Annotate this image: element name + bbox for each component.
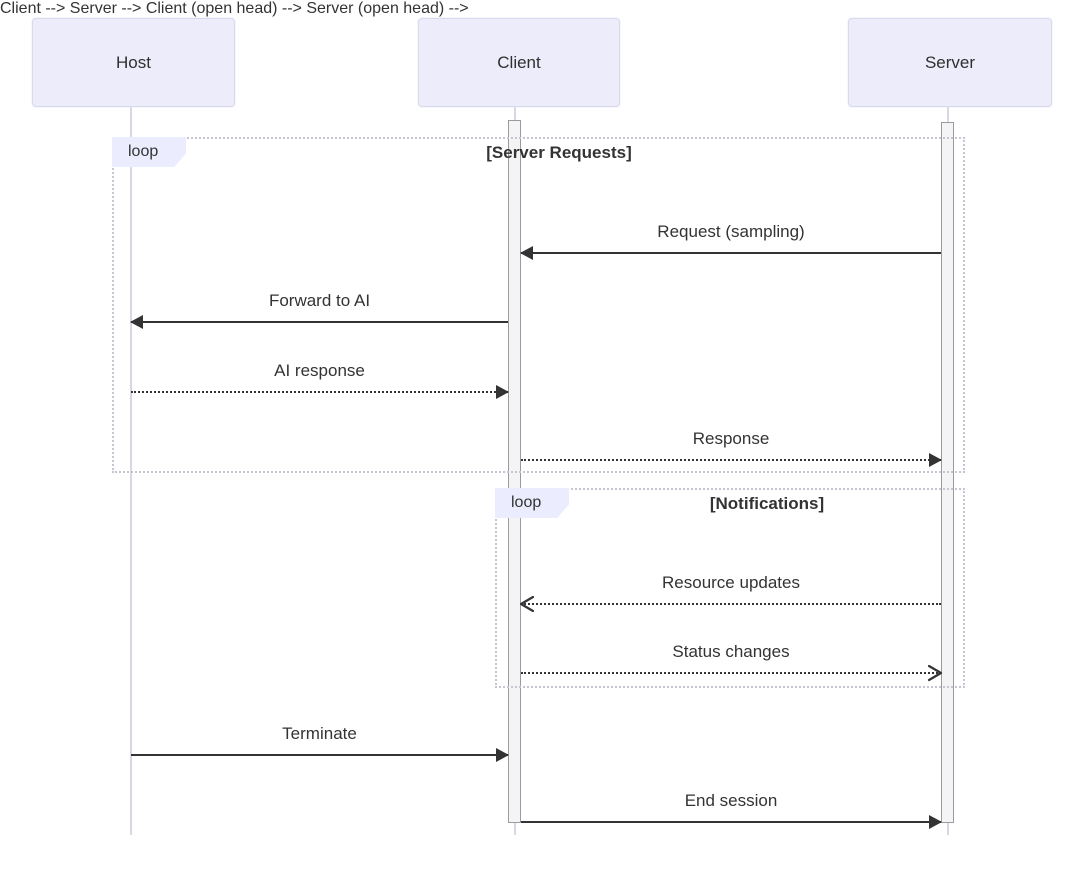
- loop-badge-label: loop: [128, 143, 159, 160]
- message-label: Response: [692, 429, 770, 448]
- arrowhead-right-icon: [496, 385, 509, 399]
- loop-title-server-requests: [Server Requests]: [486, 143, 632, 162]
- lifeline-host: [130, 105, 132, 835]
- arrowhead-right-icon: [929, 453, 942, 467]
- loop-frame-notifications: loop [Notifications]: [495, 488, 965, 688]
- arrowhead-left-icon: [520, 246, 533, 260]
- message-label: Status changes: [672, 642, 790, 661]
- arrowhead-open-left-icon: [519, 595, 535, 613]
- loop-badge: loop: [112, 137, 186, 167]
- message-label: Forward to AI: [268, 291, 371, 310]
- loop-badge-label: loop: [511, 494, 542, 511]
- actor-label-host: Host: [116, 52, 151, 72]
- actor-box-server: Server: [848, 18, 1052, 107]
- loop-badge: loop: [495, 488, 569, 518]
- loop-frame-server-requests: loop [Server Requests]: [112, 137, 965, 473]
- arrowhead-open-right-icon: [927, 664, 943, 682]
- loop-title-notifications: [Notifications]: [709, 494, 825, 513]
- message-label: Resource updates: [662, 573, 800, 592]
- arrowhead-right-icon: [929, 815, 942, 829]
- actor-box-client: Client: [418, 18, 620, 107]
- actor-label-client: Client: [497, 52, 541, 72]
- message-label: Request (sampling): [657, 222, 805, 241]
- actor-box-host: Host: [32, 18, 235, 107]
- actor-label-server: Server: [924, 52, 976, 72]
- message-label: AI response: [274, 361, 365, 380]
- arrowhead-right-icon: [496, 748, 509, 762]
- message-label: Terminate: [282, 724, 357, 743]
- arrowhead-left-icon: [130, 315, 143, 329]
- message-label: End session: [684, 791, 778, 810]
